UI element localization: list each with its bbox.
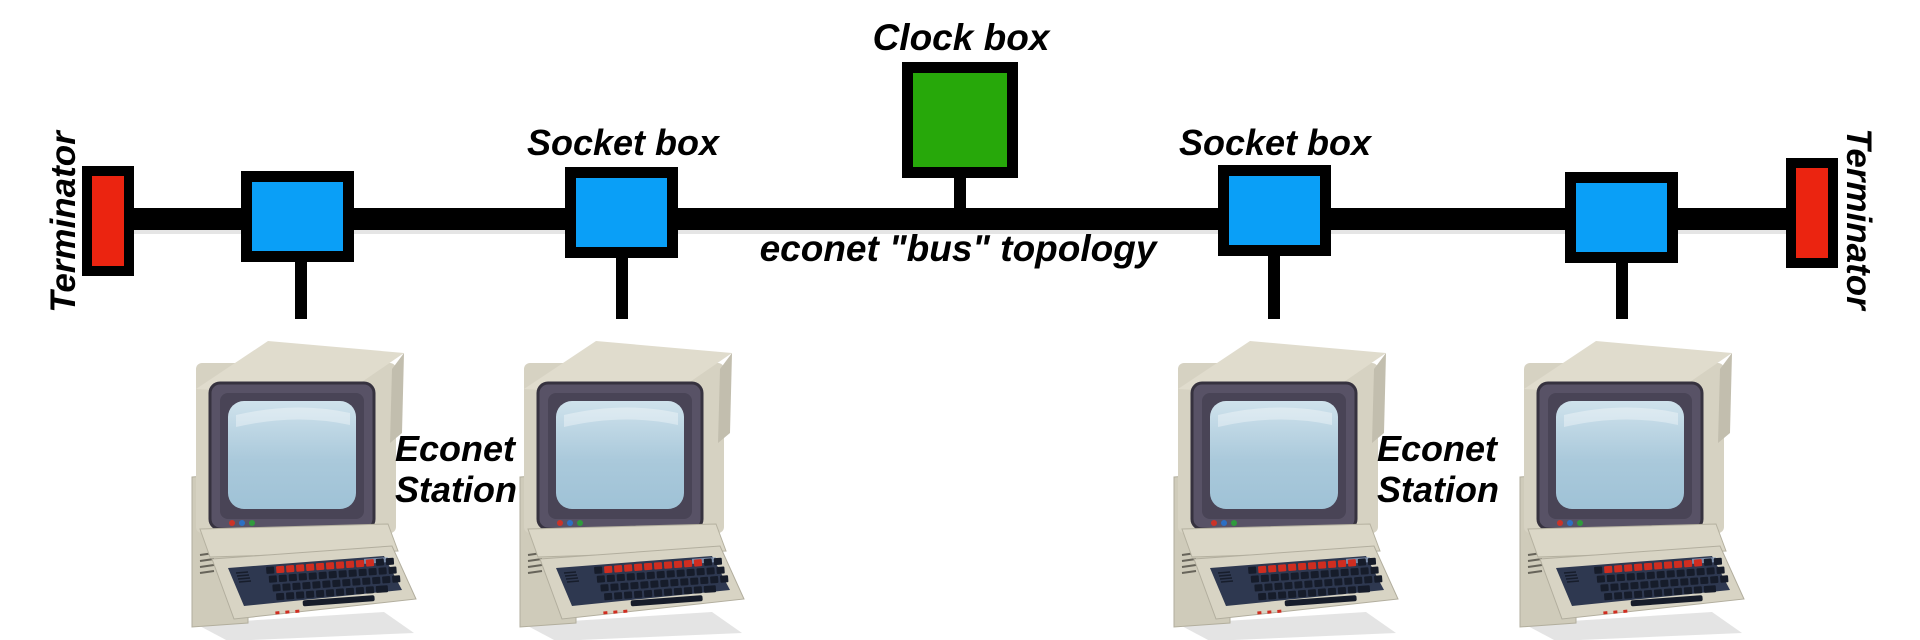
- bus-topology-caption: econet "bus" topology: [759, 228, 1157, 269]
- socket-drop-line-3: [1268, 250, 1280, 319]
- econet-station-computer-1: [180, 327, 420, 640]
- socket-box-3: [1218, 165, 1331, 256]
- socket-drop-line-1: [295, 252, 307, 319]
- socket-box-4: [1565, 172, 1678, 263]
- terminator-label-right: Terminator: [1839, 128, 1878, 310]
- socket-box-label-left: Socket box: [526, 122, 720, 163]
- socket-box-label-right: Socket box: [1178, 122, 1372, 163]
- socket-drop-line-2: [616, 252, 628, 319]
- socket-box-2: [565, 167, 678, 258]
- terminator-label-left: Terminator: [44, 131, 83, 313]
- bus-line: [102, 208, 1814, 230]
- terminator-right: [1786, 158, 1838, 268]
- econet-station-computer-4: [1508, 327, 1748, 640]
- socket-drop-line-4: [1616, 258, 1628, 319]
- econet-station-label-line2: Station: [1377, 469, 1499, 510]
- terminator-left: [82, 166, 134, 276]
- econet-station-label-line1: Econet: [1377, 428, 1498, 469]
- econet-station-computer-2: [508, 327, 748, 640]
- econet-station-label-line1: Econet: [395, 428, 516, 469]
- econet-station-label-2: Econet Station: [1377, 428, 1499, 510]
- econet-station-label-line2: Station: [395, 469, 517, 510]
- socket-box-1: [241, 171, 354, 262]
- econet-station-label-1: Econet Station: [395, 428, 517, 510]
- econet-station-computer-3: [1162, 327, 1402, 640]
- clock-box: [902, 62, 1018, 178]
- clock-box-stem: [954, 168, 966, 213]
- clock-box-label: Clock box: [872, 17, 1050, 58]
